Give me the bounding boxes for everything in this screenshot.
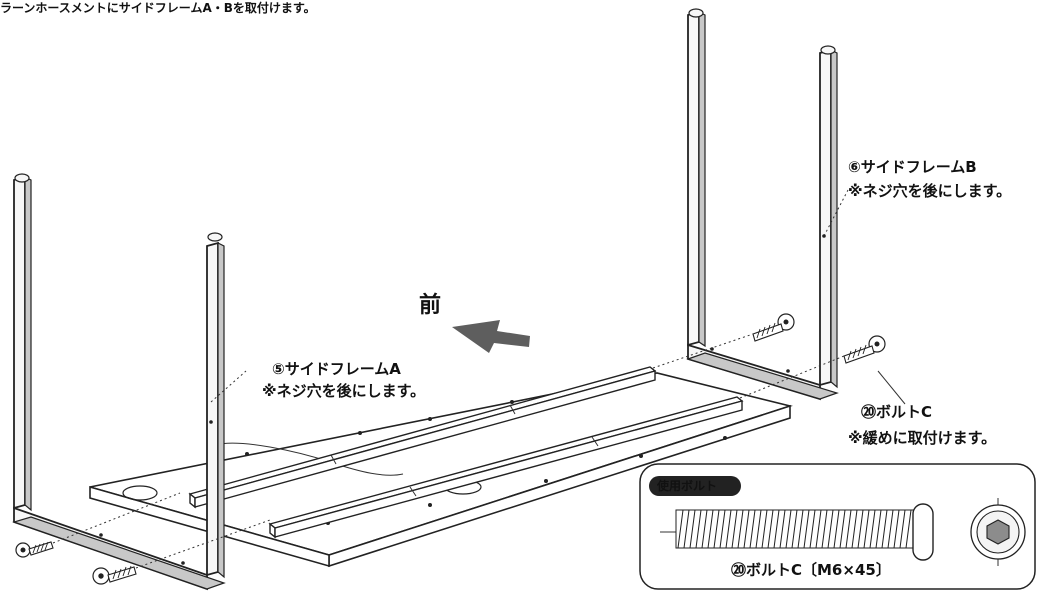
front-direction: 前: [419, 292, 530, 353]
right-bolt-lower: [739, 335, 886, 399]
bolt-c-label-line1: ⑳ボルトC: [861, 403, 932, 421]
right-bolt-upper: [652, 313, 795, 369]
side-frame-b: [686, 8, 849, 401]
inset-title: 使用ボルト: [656, 478, 717, 493]
bolt-c-label-line2: ※緩めに取付けます。: [848, 429, 996, 447]
left-bolt-upper: [15, 492, 181, 558]
inset-caption: ⑳ボルトC〔M6×45〕: [731, 561, 891, 579]
hex-bolt-icon: [660, 498, 1026, 566]
frame-a-label-line1: ⑤サイドフレームA: [272, 360, 401, 378]
frame-b-label-line1: ⑥サイドフレームB: [848, 158, 977, 176]
upper-reinforcement-rail: [188, 366, 657, 509]
frame-a-label-line2: ※ネジ穴を後にします。: [262, 382, 425, 400]
side-frame-a: [12, 173, 247, 591]
instruction-text: ラーンホースメントにサイドフレームA・Bを取付けます。: [0, 0, 316, 15]
front-label: 前: [419, 292, 441, 318]
arrow-left-icon: [452, 320, 530, 353]
frame-b-label-line2: ※ネジ穴を後にします。: [848, 182, 1011, 200]
left-bolt-lower: [92, 519, 271, 585]
inset-title-badge: [649, 476, 741, 496]
lower-reinforcement-rail: [268, 396, 744, 539]
bolt-inset-panel: 使用ボルト ⑳ボルトC〔M6×45〕: [639, 463, 1036, 590]
